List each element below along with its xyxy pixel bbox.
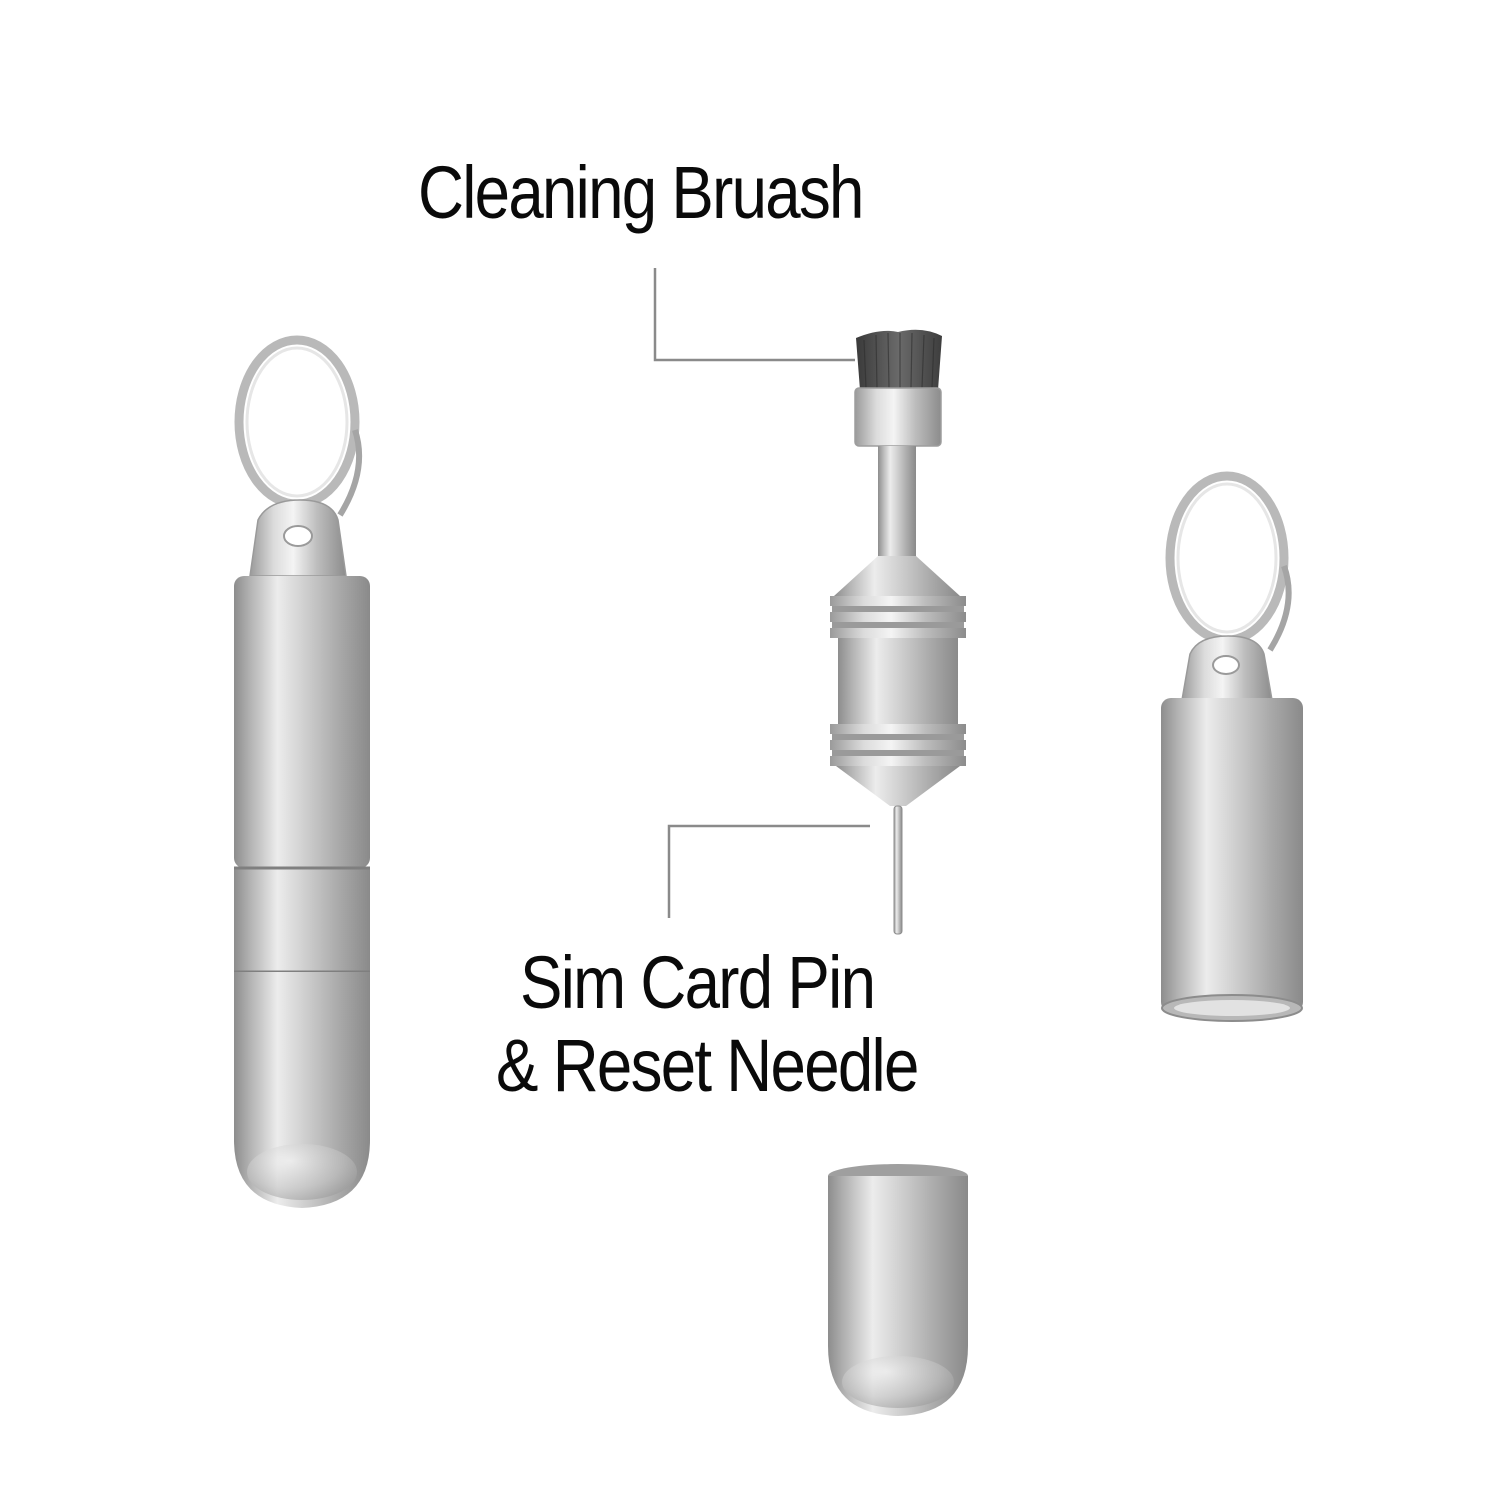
center-tool	[830, 329, 966, 935]
cleaning-brush-label: Cleaning Bruash	[418, 151, 864, 234]
brush-leader-line	[653, 268, 855, 362]
brush-bristles	[856, 329, 942, 390]
left-canister	[234, 335, 370, 1208]
right-key-ring	[1165, 471, 1289, 645]
sim-pin-label-line2: & Reset Needle	[496, 1024, 919, 1107]
pin-leader-line	[667, 824, 870, 918]
sim-pin-needle	[893, 805, 903, 935]
upper-thread	[830, 596, 966, 638]
right-cap	[1161, 471, 1303, 1022]
lower-thread	[830, 724, 966, 766]
bottom-cap	[828, 1164, 968, 1416]
left-key-ring	[234, 335, 360, 509]
sim-pin-label-line1: Sim Card Pin	[520, 941, 876, 1024]
